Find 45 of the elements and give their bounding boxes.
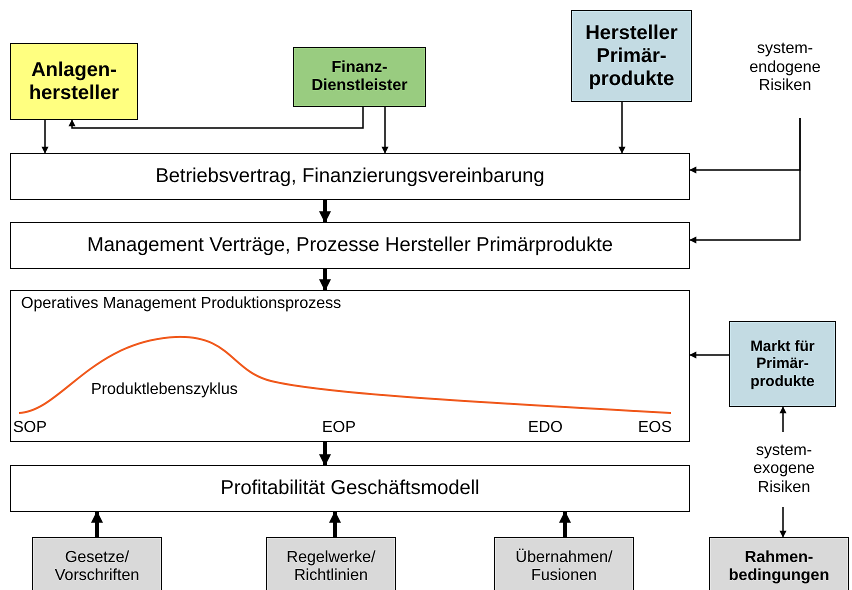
process-box (10, 465, 690, 512)
box-label: Profitabilität Geschäftsmodell (219, 477, 480, 500)
arrow (91, 510, 103, 537)
arrow (42, 120, 48, 154)
process-box (10, 153, 690, 200)
arrow (618, 102, 626, 154)
arrow (382, 107, 388, 154)
box-label: system- endogene Risiken (748, 40, 822, 96)
arrow (319, 269, 331, 292)
box-label: system- exogene Risiken (752, 442, 816, 498)
arrow (329, 510, 341, 537)
box-label: Rahmen- bedingungen (728, 548, 830, 586)
factor-box (266, 537, 396, 590)
arrow (559, 510, 571, 537)
supplier-box (571, 10, 692, 102)
factor-box (32, 537, 162, 590)
axis-label: SOP (13, 419, 47, 437)
arrow (68, 107, 364, 129)
arrow (780, 406, 786, 432)
market-box (729, 321, 836, 407)
process-panel (10, 290, 690, 442)
panel-heading: Operatives Management Produktionsprozess (20, 295, 342, 314)
factor-box (709, 537, 849, 590)
arrow (319, 442, 331, 466)
box-label: Betriebsvertrag, Finanzierungsvereinbarung (154, 165, 546, 188)
supplier-box (293, 47, 426, 107)
arrow (780, 507, 786, 538)
box-label: Gesetze/ Vorschriften (54, 548, 140, 586)
box-label: Management Verträge, Prozesse Hersteller Primärprodukte (86, 234, 614, 257)
box-label: Anlagen- hersteller (28, 58, 120, 104)
arrow (319, 200, 331, 224)
box-label: Finanz- Dienstleister (310, 58, 409, 96)
box-label: Übernahmen/ Fusionen (514, 548, 614, 586)
box-label: Markt für Primär- produkte (749, 338, 816, 390)
arrow (689, 118, 801, 244)
axis-label: EDO (528, 419, 563, 437)
curve-label: Produktlebenszyklus (91, 381, 238, 399)
factor-box (494, 537, 634, 590)
box-label: Hersteller Primär- produkte (584, 22, 679, 90)
arrow (689, 352, 729, 358)
box-label: Regelwerke/ Richtlinien (286, 548, 376, 586)
process-box (10, 222, 690, 269)
axis-label: EOS (638, 419, 672, 437)
supplier-box (10, 43, 138, 120)
axis-label: EOP (322, 419, 356, 437)
